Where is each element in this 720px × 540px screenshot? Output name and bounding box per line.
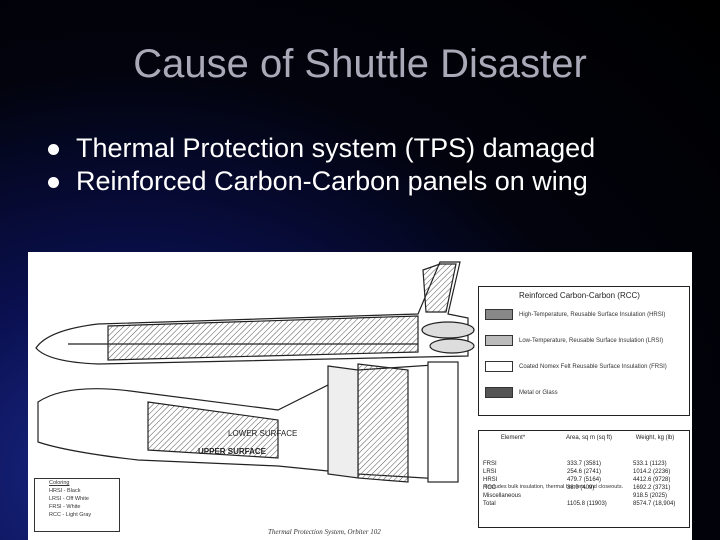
- coloring-row: FRSI - White: [49, 504, 81, 510]
- legend-row: Metal or Glass: [485, 387, 558, 398]
- orbiter-side-view: [35, 261, 475, 365]
- legend-box: Reinforced Carbon-Carbon (RCC) High-Temp…: [478, 286, 690, 416]
- coloring-row: RCC - Light Gray: [49, 512, 92, 518]
- bullet-item: Reinforced Carbon-Carbon panels on wing: [48, 165, 708, 198]
- legend-row: Low-Temperature, Reusable Surface Insula…: [485, 335, 663, 346]
- slide-title: Cause of Shuttle Disaster: [133, 42, 587, 86]
- coloring-box: Coloring HRSI - Black LRSI - Off White F…: [34, 478, 120, 532]
- table-header: Area, sq m (sq ft): [565, 435, 612, 441]
- legend-label: Coated Nomex Felt Reusable Surface Insul…: [519, 364, 667, 371]
- table-header: Element*: [500, 435, 526, 441]
- bullet-list: Thermal Protection system (TPS) damaged …: [48, 132, 708, 198]
- legend-swatch: [485, 361, 513, 372]
- legend-row: High-Temperature, Reusable Surface Insul…: [485, 309, 665, 320]
- coloring-title: Coloring: [49, 480, 70, 486]
- table-footnote: *Includes bulk insulation, thermal barri…: [484, 484, 624, 490]
- legend-swatch: [485, 387, 513, 398]
- legend-title: Reinforced Carbon-Carbon (RCC): [519, 291, 640, 300]
- orbiter-drawing: LOWER SURFACE UPPER SURFACE: [35, 261, 475, 483]
- coloring-row: LRSI - Off White: [49, 496, 89, 502]
- legend-swatch: [485, 309, 513, 320]
- bullet-text: Reinforced Carbon-Carbon panels on wing: [76, 166, 588, 196]
- bullet-text: Thermal Protection system (TPS) damaged: [76, 133, 596, 163]
- bullet-dot-icon: [48, 177, 59, 188]
- tps-diagram-image: LOWER SURFACE UPPER SURFACE Reinforced C…: [28, 252, 692, 540]
- tps-table: Element* Area, sq m (sq ft) Weight, kg (…: [478, 430, 690, 528]
- legend-swatch: [485, 335, 513, 346]
- legend-label: High-Temperature, Reusable Surface Insul…: [519, 312, 666, 319]
- legend-label: Metal or Glass: [519, 390, 558, 397]
- upper-surface-label: UPPER SURFACE: [198, 447, 267, 456]
- table-header: Weight, kg (lb): [635, 435, 675, 441]
- bullet-item: Thermal Protection system (TPS) damaged: [48, 132, 708, 165]
- figure-caption: Thermal Protection System, Orbiter 102: [268, 528, 381, 536]
- legend-label: Low-Temperature, Reusable Surface Insula…: [519, 338, 664, 345]
- legend-row: Coated Nomex Felt Reusable Surface Insul…: [485, 361, 667, 372]
- bullet-dot-icon: [48, 144, 59, 155]
- lower-surface-label: LOWER SURFACE: [228, 429, 297, 438]
- orbiter-plan-view: [37, 361, 459, 483]
- coloring-row: HRSI - Black: [49, 488, 81, 494]
